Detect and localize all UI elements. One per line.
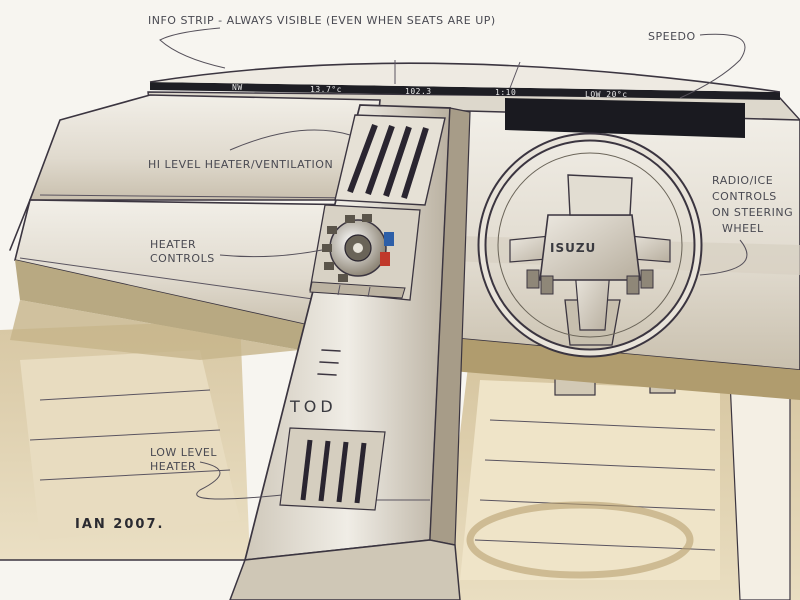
svg-text:LOW LEVEL: LOW LEVEL	[150, 446, 217, 459]
svg-text:WHEEL: WHEEL	[722, 222, 764, 235]
isuzu-logo: ISUZU	[550, 241, 596, 255]
info-strip: NW 13.7°c 102.3 1:10 LOW 20°c	[150, 82, 780, 100]
annotation-hi-level: HI LEVEL HEATER/VENTILATION	[148, 129, 351, 171]
top-cover	[149, 62, 781, 93]
tod-label: TOD	[289, 397, 337, 416]
wheel-radio-controls-right[interactable]	[626, 269, 654, 295]
wheel-radio-controls-left[interactable]	[526, 269, 554, 295]
lower-switch-strip[interactable]	[309, 281, 406, 299]
footwell-left	[0, 320, 251, 561]
annotation-speedo: SPEEDO	[648, 30, 746, 99]
svg-text:SPEEDO: SPEEDO	[648, 30, 696, 43]
signature: IAN 2007.	[75, 517, 164, 532]
info-fuel: LOW 20°c	[585, 90, 628, 99]
steering-wheel[interactable]: ISUZU	[477, 132, 703, 358]
heater-buttons[interactable]	[322, 214, 372, 282]
svg-text:HEATER: HEATER	[150, 460, 196, 473]
low-level-vents[interactable]	[279, 427, 386, 511]
svg-text:RADIO/ICE: RADIO/ICE	[712, 174, 773, 187]
annotation-heater-controls: HEATER CONTROLS	[150, 238, 323, 265]
svg-text:HI LEVEL HEATER/VENTILATION: HI LEVEL HEATER/VENTILATION	[148, 158, 333, 171]
info-odo: 102.3	[405, 87, 432, 96]
svg-text:CONTROLS: CONTROLS	[712, 190, 777, 203]
info-clock: 1:10	[495, 88, 516, 97]
info-heading: NW	[232, 83, 243, 92]
heater-knob[interactable]	[329, 219, 387, 277]
hi-level-vents[interactable]	[334, 114, 446, 206]
tod-controls[interactable]: TOD	[289, 349, 341, 416]
footwell-right	[440, 350, 800, 600]
svg-text:INFO STRIP - ALWAYS VISIBLE (E: INFO STRIP - ALWAYS VISIBLE (EVEN WHEN S…	[148, 14, 496, 27]
speedo-display	[505, 98, 745, 138]
info-temp: 13.7°c	[310, 85, 342, 94]
svg-text:ON STEERING: ON STEERING	[712, 206, 793, 219]
annotation-low-level: LOW LEVEL HEATER	[150, 446, 283, 500]
annotation-info-strip: INFO STRIP - ALWAYS VISIBLE (EVEN WHEN S…	[148, 14, 496, 69]
temp-indicator	[380, 232, 394, 266]
svg-text:HEATER: HEATER	[150, 238, 196, 251]
annotation-radio: RADIO/ICE CONTROLS ON STEERING WHEEL	[699, 174, 793, 276]
svg-text:CONTROLS: CONTROLS	[150, 252, 215, 265]
